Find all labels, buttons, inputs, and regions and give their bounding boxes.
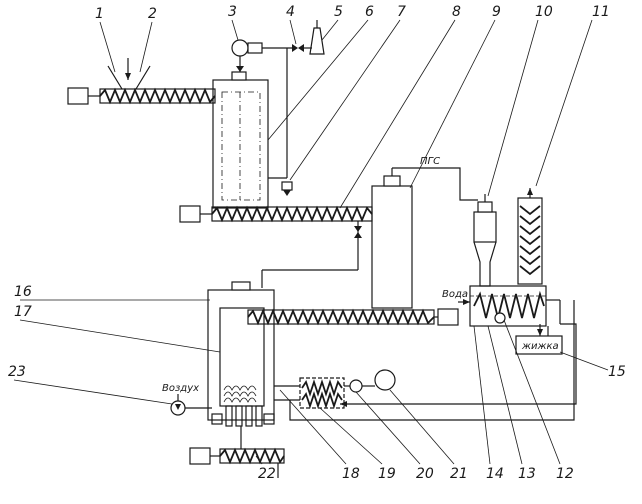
feed-screw-conveyor <box>67 58 216 105</box>
gasifier <box>170 281 275 427</box>
column-9 <box>371 167 478 309</box>
callout-22: 22 <box>258 466 276 482</box>
callout-6: 6 <box>365 4 374 20</box>
water-tank <box>458 285 561 336</box>
middle-motor <box>179 205 201 223</box>
callout-9: 9 <box>492 4 501 20</box>
callout-18: 18 <box>342 466 360 482</box>
callout-8: 8 <box>452 4 461 20</box>
label-pgs: ПГС <box>420 156 440 167</box>
valve-4 <box>292 44 304 52</box>
lower-screw-conveyor <box>247 308 459 326</box>
callout-17: 17 <box>14 304 32 320</box>
callout-16: 16 <box>14 284 32 300</box>
label-voda: Вода <box>442 289 468 300</box>
compressor-21 <box>374 369 396 391</box>
callout-14: 14 <box>486 466 504 482</box>
main-reactor <box>212 20 325 209</box>
lower-motor <box>437 308 459 326</box>
feed-screw-flight <box>99 87 216 105</box>
stack-5 <box>309 27 325 55</box>
label-vozdukh: Воздух <box>162 383 199 394</box>
callout-10: 10 <box>535 4 553 20</box>
callout-23: 23 <box>8 364 26 380</box>
callout-5: 5 <box>334 4 343 20</box>
pump-20 <box>349 379 363 393</box>
callout-3: 3 <box>228 4 237 20</box>
callout-19: 19 <box>378 466 396 482</box>
label-zhizhka: жижка <box>521 341 559 352</box>
callout-15: 15 <box>608 364 626 380</box>
condenser-11 <box>517 188 543 285</box>
callout-21: 21 <box>450 466 468 482</box>
fan-3 <box>231 39 249 57</box>
middle-screw-conveyor <box>179 205 373 288</box>
liquid-tank-15 <box>515 324 563 355</box>
ash-screw-22 <box>189 426 285 478</box>
callouts: 1 2 3 4 5 6 7 8 9 10 11 12 13 14 15 16 1… <box>8 4 626 482</box>
callout-20: 20 <box>416 466 434 482</box>
feed-motor <box>67 87 89 105</box>
callout-2: 2 <box>148 6 157 22</box>
callout-13: 13 <box>518 466 536 482</box>
cyclone-10 <box>473 194 497 287</box>
callout-4: 4 <box>286 4 295 20</box>
callout-1: 1 <box>95 6 104 22</box>
feed-hopper <box>107 65 151 90</box>
callout-11: 11 <box>592 4 610 20</box>
callout-7: 7 <box>397 4 406 20</box>
heat-exchanger <box>274 369 396 409</box>
callout-12: 12 <box>556 466 574 482</box>
